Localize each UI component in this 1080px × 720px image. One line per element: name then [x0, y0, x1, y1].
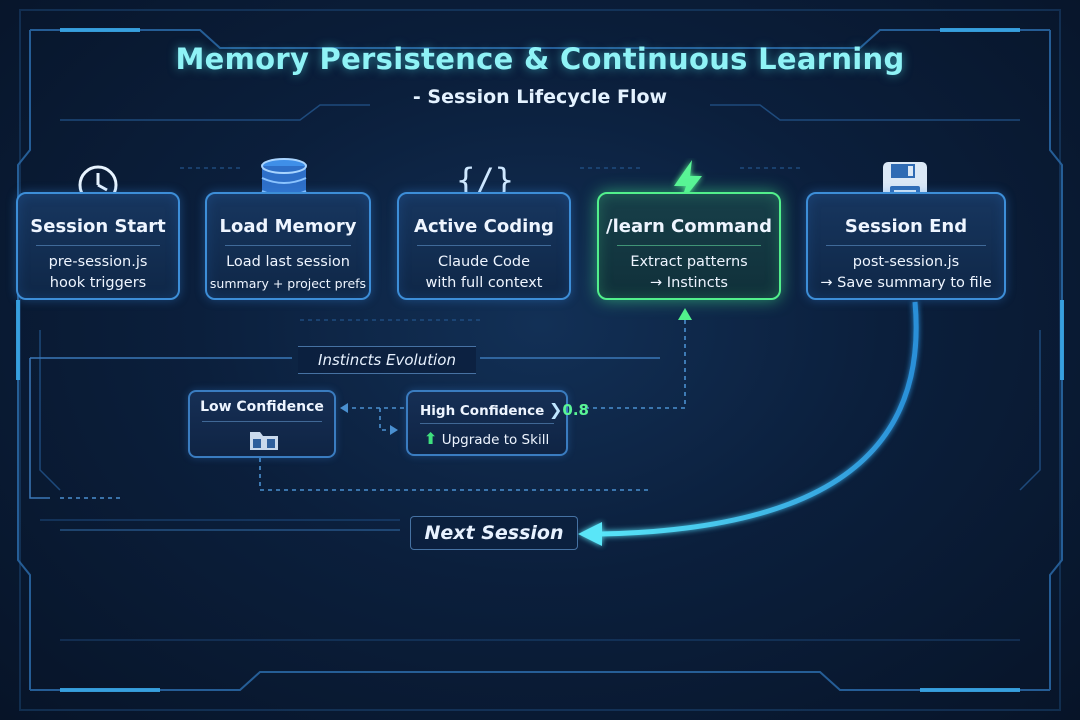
node-divider — [417, 245, 551, 246]
node-load-memory: Load Memory Load last session summary + … — [205, 192, 371, 300]
node-title: /learn Command — [606, 216, 772, 237]
node-divider — [826, 245, 986, 246]
node-line-2: summary + project prefs — [209, 276, 367, 291]
node-title: Active Coding — [414, 216, 554, 237]
up-arrow-icon: ⬆ — [424, 429, 438, 448]
next-session-label: Next Session — [410, 516, 578, 550]
learn-to-high-connector — [582, 320, 686, 409]
node-active-coding: Active Coding Claude Code with full cont… — [397, 192, 571, 300]
frame-accents — [16, 28, 1064, 692]
upgrade-row: ⬆ Upgrade to Skill — [424, 429, 549, 448]
node-line-1: Claude Code — [437, 254, 531, 270]
high-confidence-row: High Confidence ❯0.8 — [420, 400, 589, 419]
high-confidence-box: High Confidence ❯0.8 ⬆ Upgrade to Skill — [406, 390, 589, 456]
high-confidence-divider — [420, 423, 554, 424]
next-session-text: Next Session — [424, 522, 564, 544]
node-divider — [617, 245, 761, 246]
diagram-subtitle: - Session Lifecycle Flow — [412, 86, 668, 108]
node-line-2: hook triggers — [49, 275, 147, 291]
node-divider — [36, 245, 160, 246]
confidence-threshold: 0.8 — [562, 401, 589, 419]
node-title: Session End — [844, 216, 968, 237]
low-to-bottom-connector — [259, 458, 650, 491]
high-confidence-label: High Confidence — [420, 403, 545, 419]
low-confidence-box: Low Confidence — [188, 390, 336, 458]
next-session-curve — [599, 301, 919, 537]
node-session-start: Session Start pre-session.js hook trigge… — [16, 192, 180, 300]
instincts-evolution-label: Instincts Evolution — [298, 346, 476, 374]
node-line-1: Extract patterns — [630, 254, 748, 270]
low-confidence-divider — [202, 421, 322, 422]
instincts-bracket — [29, 357, 660, 499]
lightning-icon — [674, 160, 702, 204]
instincts-evolution-text: Instincts Evolution — [318, 351, 456, 369]
outer-frame — [17, 9, 1063, 711]
diagram-title: Memory Persistence & Continuous Learning — [175, 42, 905, 76]
low-confidence-label: Low Confidence — [200, 399, 324, 415]
next-session-arrowhead — [578, 522, 602, 546]
chevron-right-icon: ❯ — [549, 400, 563, 419]
node-line-2: → Save summary to file — [820, 275, 992, 291]
arrow-up-to-learn — [678, 308, 692, 320]
inner-circuit-lines — [39, 104, 1041, 641]
node-line-1: post-session.js — [852, 254, 960, 270]
node-line-2: → Instincts — [650, 275, 728, 291]
upgrade-label: Upgrade to Skill — [441, 432, 550, 448]
node-title: Session Start — [30, 216, 166, 237]
node-line-2: with full context — [425, 275, 543, 291]
node-line-1: Load last session — [226, 254, 350, 270]
node-line-1: pre-session.js — [48, 254, 148, 270]
node-learn-command: /learn Command Extract patterns → Instin… — [597, 192, 781, 300]
node-title: Load Memory — [219, 216, 357, 237]
split-connector — [379, 408, 398, 431]
node-divider — [225, 245, 351, 246]
node-session-end: Session End post-session.js → Save summa… — [806, 192, 1006, 300]
folder-icon — [250, 432, 278, 450]
